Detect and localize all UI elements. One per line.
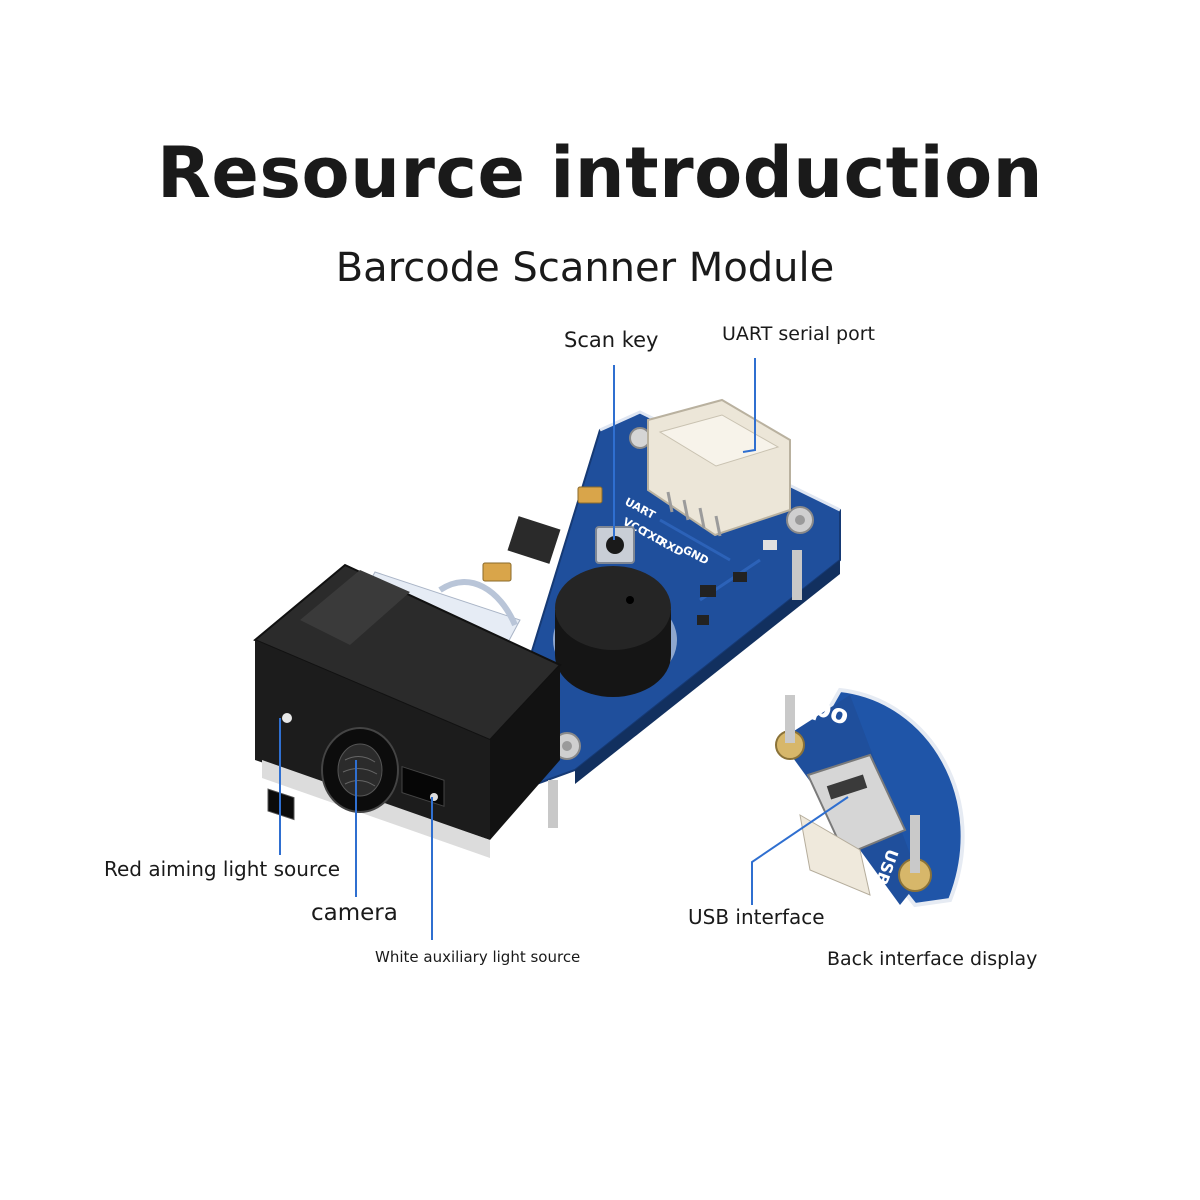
buzzer bbox=[553, 566, 677, 697]
page-subtitle: Barcode Scanner Module bbox=[335, 245, 835, 291]
smd-component bbox=[700, 585, 716, 597]
screw-post bbox=[910, 815, 920, 873]
callout-uart bbox=[742, 358, 756, 453]
regulator-chip bbox=[507, 516, 561, 564]
screw-post bbox=[785, 695, 795, 743]
smd-component bbox=[733, 572, 747, 582]
back-interface-inset: odule USB bbox=[766, 678, 965, 908]
callout-usb bbox=[751, 796, 849, 905]
micro-usb-port bbox=[806, 753, 907, 857]
label-camera: camera bbox=[311, 900, 398, 926]
page-title: Resource introduction bbox=[156, 132, 1044, 214]
label-white-auxiliary-light: White auxiliary light source bbox=[375, 948, 581, 966]
standoff bbox=[548, 780, 558, 828]
red-aiming-led bbox=[282, 713, 292, 723]
label-scan-key: Scan key bbox=[564, 328, 659, 352]
mounting-screw bbox=[553, 732, 581, 760]
label-red-aiming-light: Red aiming light source bbox=[104, 857, 341, 881]
smd-component bbox=[697, 615, 709, 625]
capacitor bbox=[482, 562, 512, 582]
mounting-screw bbox=[786, 506, 814, 600]
smd-component bbox=[763, 540, 777, 550]
capacitor bbox=[577, 486, 603, 504]
scan-key-button bbox=[595, 526, 635, 564]
label-back-interface-display: Back interface display bbox=[827, 948, 1038, 970]
callout-lines bbox=[279, 358, 849, 940]
label-usb-interface: USB interface bbox=[688, 905, 825, 929]
scanner-engine bbox=[253, 563, 562, 858]
label-uart-serial-port: UART serial port bbox=[722, 323, 875, 345]
